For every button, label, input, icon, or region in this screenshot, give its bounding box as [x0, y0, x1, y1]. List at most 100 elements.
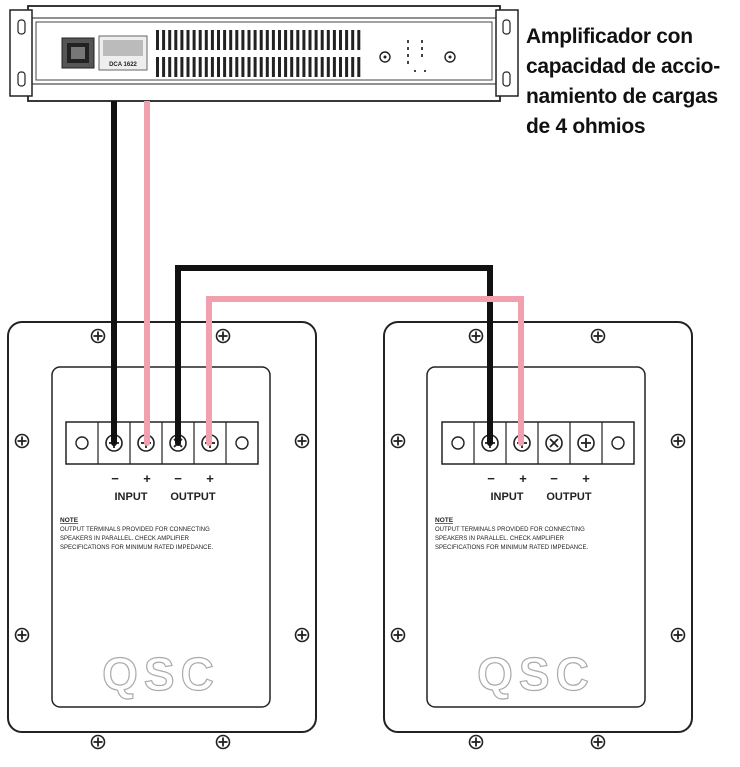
screw-icon: [670, 433, 686, 449]
screw-icon: [90, 328, 106, 344]
vent-slot: [271, 30, 275, 50]
note-title: NOTE: [60, 517, 79, 524]
terminal-unused-right: [611, 436, 625, 450]
vent-slot: [162, 57, 166, 77]
vent-slot: [284, 57, 288, 77]
vent-slot: [217, 30, 220, 50]
vent-slot: [332, 30, 336, 50]
output-negative-sign: −: [550, 471, 558, 486]
output-negative-sign: −: [174, 471, 182, 486]
speaker-1: − + − + INPUT OUTPUT NOTE OUTPUT TERMINA…: [7, 321, 317, 750]
speaker1-to-speaker2-negative-wire: [175, 265, 493, 443]
vent-slot: [198, 30, 202, 50]
amplifier-vent-grille: [156, 30, 361, 77]
terminal-unused-right: [235, 436, 249, 450]
screw-icon: [14, 433, 30, 449]
amplifier-caption: Amplificador con capacidad de accio- nam…: [526, 22, 740, 142]
vent-slot: [253, 57, 257, 77]
input-positive-sign: +: [519, 471, 527, 486]
screw-icon: [215, 328, 231, 344]
vent-slot: [302, 30, 306, 50]
vent-slot: [241, 30, 245, 50]
vent-slot: [259, 30, 263, 50]
vent-slot: [210, 30, 214, 50]
vent-slot: [204, 57, 208, 77]
output-positive-terminal: [577, 434, 595, 452]
vent-slot: [332, 57, 336, 77]
vent-slot: [229, 30, 233, 50]
output-label: OUTPUT: [546, 491, 592, 503]
input-label: INPUT: [491, 491, 524, 503]
vent-slot: [168, 57, 172, 77]
screw-icon: [14, 627, 30, 643]
vent-slot: [247, 57, 251, 77]
vent-slot: [156, 30, 159, 50]
vent-slot: [351, 57, 355, 77]
screw-icon: [390, 627, 406, 643]
input-negative-sign: −: [111, 471, 119, 486]
screw-icon: [90, 734, 106, 750]
vent-slot: [204, 30, 208, 50]
vent-slot: [229, 57, 233, 77]
vent-slot: [278, 57, 281, 77]
screw-icon: [215, 734, 231, 750]
vent-slot: [192, 30, 196, 50]
vent-slot: [296, 30, 300, 50]
vent-slot: [186, 30, 190, 50]
screw-icon: [390, 433, 406, 449]
vent-slot: [192, 57, 196, 77]
terminal-block: [441, 421, 635, 465]
power-switch: [61, 37, 95, 69]
note-line: OUTPUT TERMINALS PROVIDED FOR CONNECTING: [60, 527, 210, 533]
amplifier-controls: [379, 40, 456, 72]
vent-slot: [217, 57, 220, 77]
vent-slot: [351, 30, 355, 50]
vent-slot: [302, 57, 306, 77]
vent-slot: [290, 57, 294, 77]
vent-slot: [265, 30, 269, 50]
vent-slot: [265, 57, 269, 77]
vent-slot: [357, 57, 361, 77]
vent-slot: [326, 57, 330, 77]
vent-slot: [186, 57, 190, 77]
vent-slot: [180, 57, 184, 77]
output-positive-sign: +: [206, 471, 214, 486]
vent-slot: [357, 30, 361, 50]
vent-slot: [174, 57, 178, 77]
vent-slot: [326, 30, 330, 50]
caption-line: de 4 ohmios: [526, 115, 646, 138]
screw-icon: [294, 433, 310, 449]
screw-icon: [590, 328, 606, 344]
vent-slot: [180, 30, 184, 50]
vent-slot: [308, 30, 312, 50]
amplifier-badge: DCA 1622: [98, 35, 148, 71]
caption-line: capacidad de accio-: [526, 55, 720, 78]
vent-slot: [235, 57, 239, 77]
qsc-logo: QSC: [102, 648, 220, 700]
vent-slot: [345, 30, 349, 50]
vent-slot: [284, 30, 288, 50]
screw-icon: [294, 627, 310, 643]
vent-slot: [210, 57, 214, 77]
vent-slot: [223, 30, 227, 50]
vent-slot: [241, 57, 245, 77]
vent-slot: [253, 30, 257, 50]
caption-line: namiento de cargas: [526, 85, 718, 108]
vent-slot: [235, 30, 239, 50]
screw-icon: [590, 734, 606, 750]
vent-slot: [198, 57, 202, 77]
vent-slot: [314, 57, 318, 77]
qsc-logo: QSC: [477, 648, 595, 700]
vent-slot: [156, 57, 159, 77]
vent-slot: [174, 30, 178, 50]
vent-slot: [223, 57, 227, 77]
screw-icon: [468, 328, 484, 344]
note-line: SPECIFICATIONS FOR MINIMUM RATED IMPEDAN…: [435, 545, 588, 551]
screw-icon: [468, 734, 484, 750]
terminal-unused-left: [451, 436, 465, 450]
output-label: OUTPUT: [170, 491, 216, 503]
vent-slot: [345, 57, 349, 77]
vent-slot: [308, 57, 312, 77]
wiring: [111, 101, 524, 446]
